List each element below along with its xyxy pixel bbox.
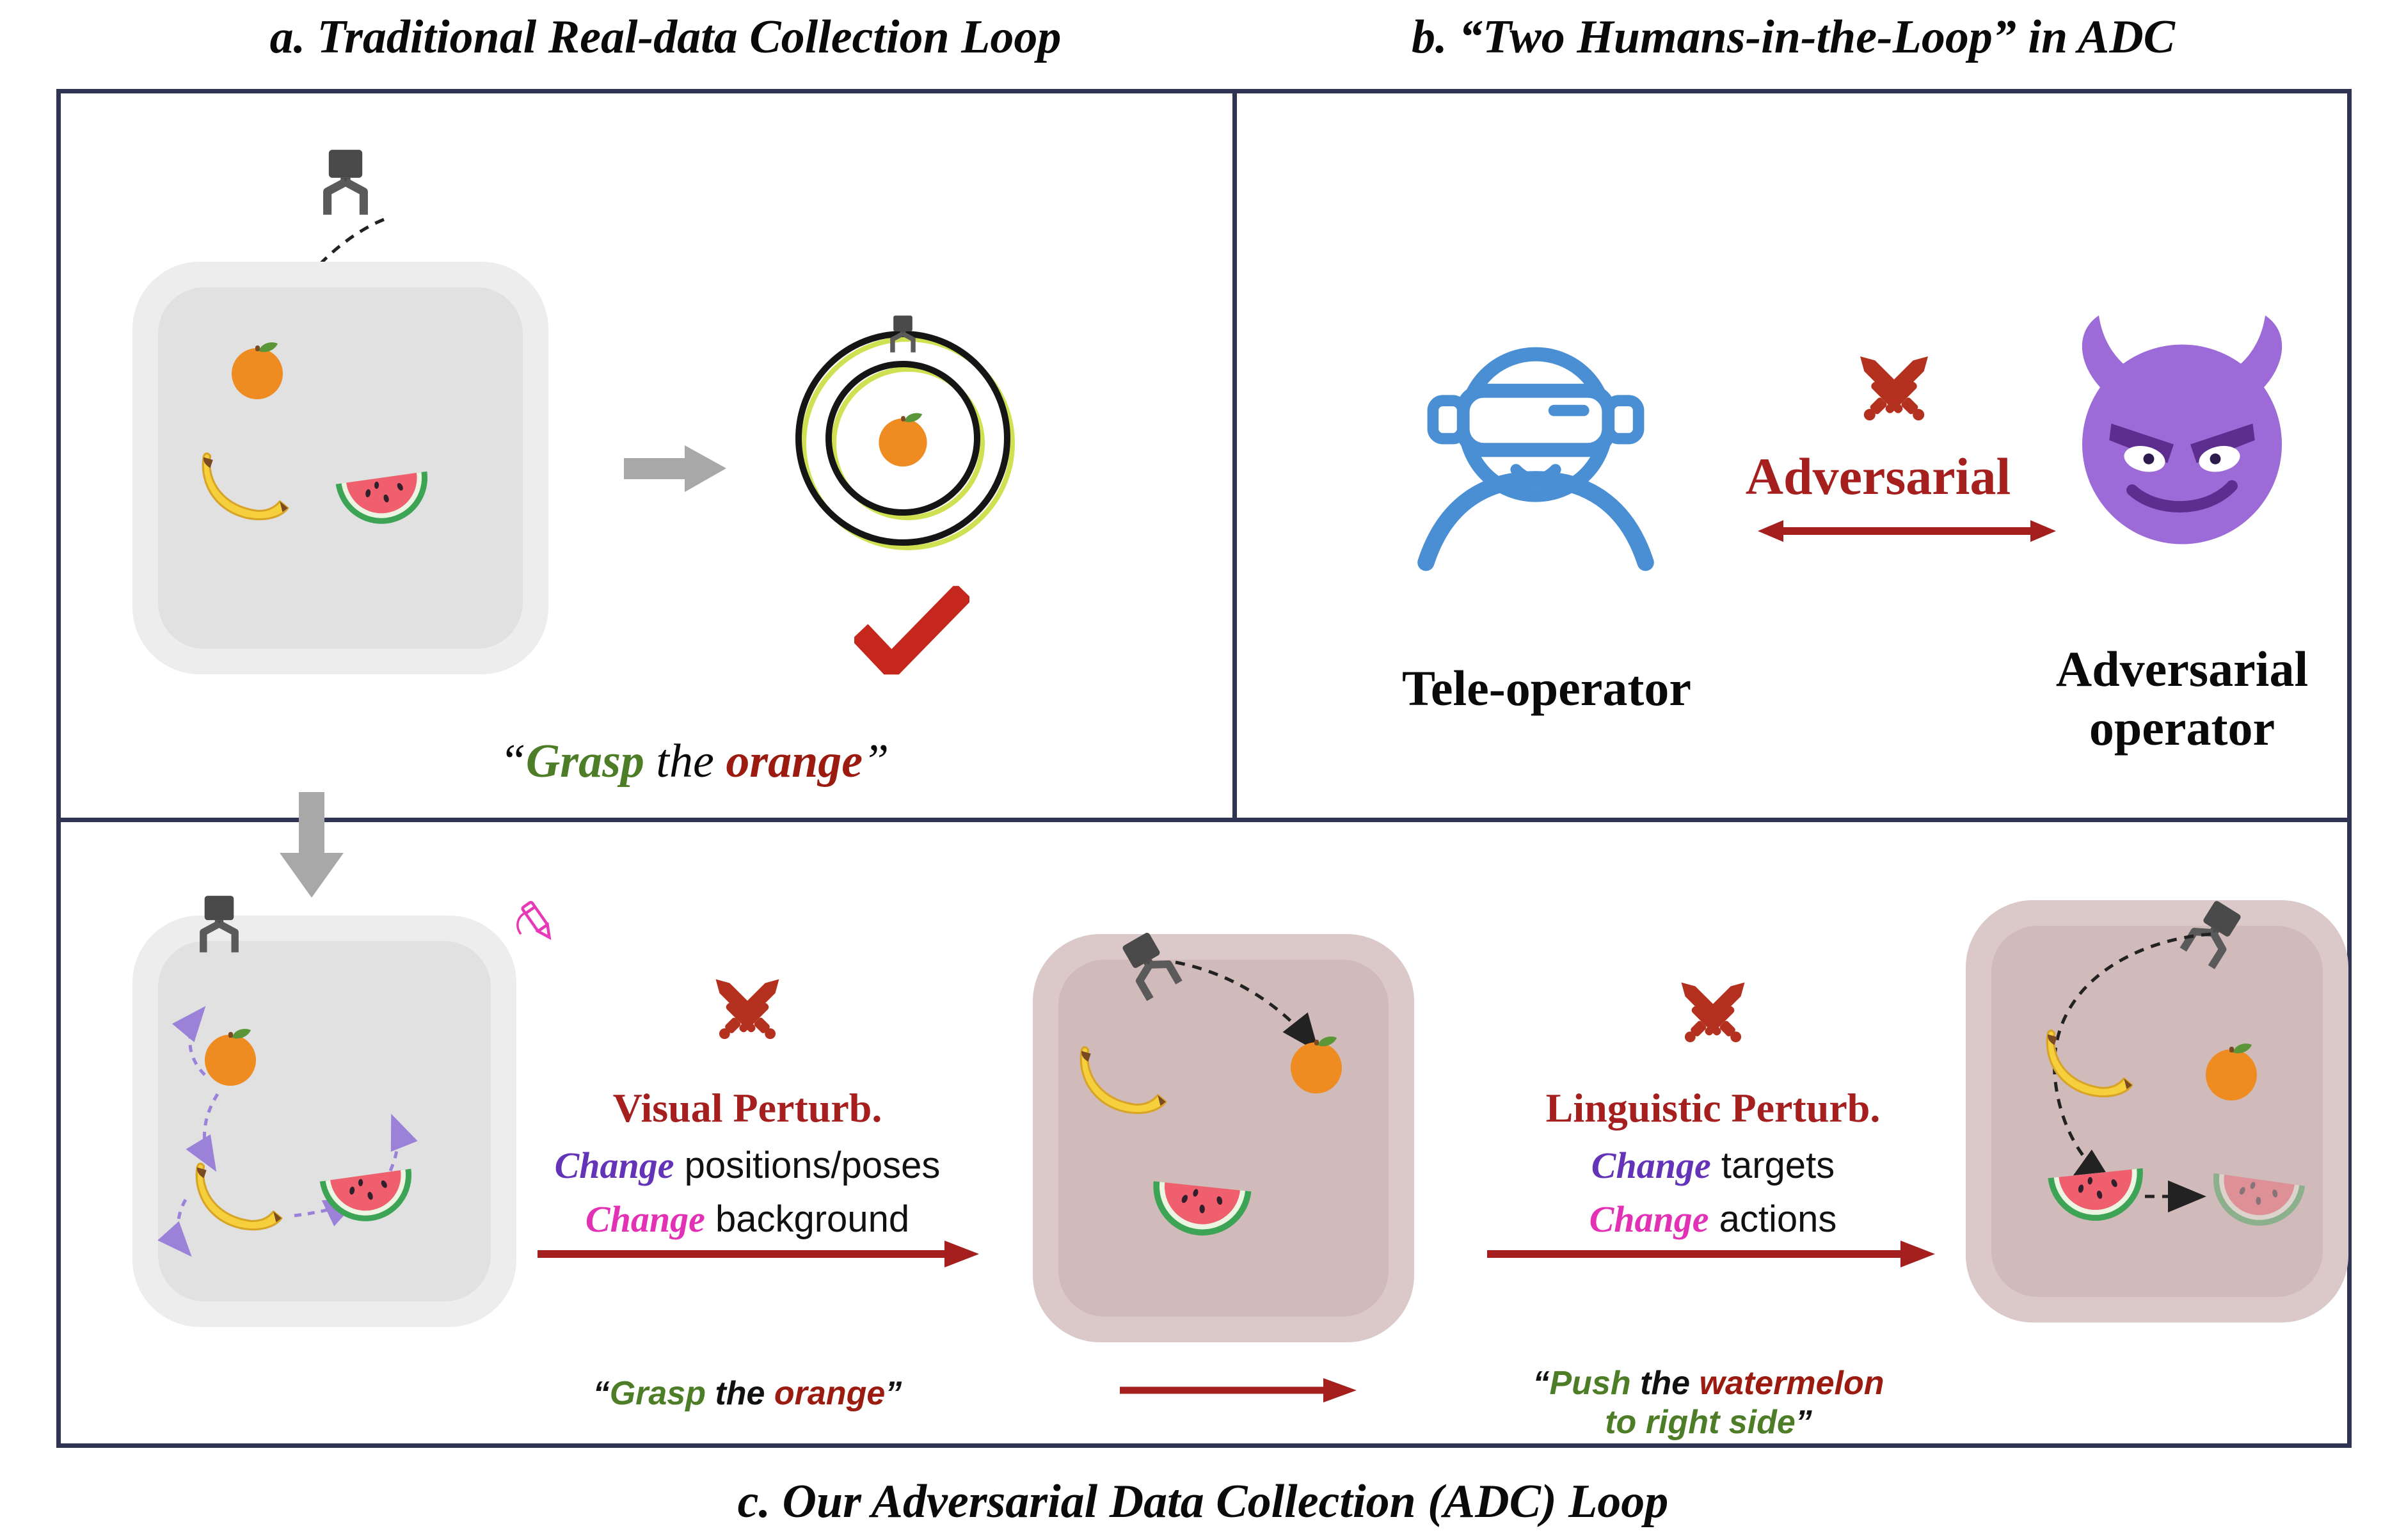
banana-icon [192, 1158, 288, 1232]
quote-close: ” [863, 735, 889, 788]
teleoperator-label: Tele-operator [1402, 660, 1691, 716]
banana-icon [1076, 1042, 1172, 1115]
bin-tray-original-inner [158, 941, 491, 1301]
instruction-push-watermelon: “Push the watermelon to right side” [1405, 1364, 2012, 1443]
visual-perturb-title: Visual Perturb. [612, 1085, 882, 1131]
devil-icon [2057, 307, 2307, 557]
change-rest: targets [1710, 1145, 1835, 1186]
panel-a-title: a. Traditional Real-data Collection Loop [269, 11, 1062, 63]
bin-tray-final [1966, 900, 2348, 1322]
adversarial-operator-label: Adversarial operator [1961, 640, 2403, 758]
approach-dashed-arrow [1175, 960, 1319, 1052]
quote-open: “ [499, 735, 526, 788]
watermelon-icon [2044, 1154, 2150, 1230]
watermelon-icon [1146, 1167, 1255, 1244]
panel-b-title: b. “Two Humans-in-the-Loop” in ADC [1411, 11, 2176, 63]
visual-perturb-line1: Change positions/poses [507, 1144, 987, 1187]
verb-push: Push [1549, 1365, 1631, 1402]
crossed-swords-icon [1668, 969, 1758, 1059]
instruction-grasp-orange: “Grasp the orange” [358, 734, 1030, 789]
change-keyword: Change [585, 1198, 705, 1240]
perturbation-dashed-arrows [157, 1006, 418, 1257]
bin-tray [132, 262, 548, 674]
instruction-line1: “Push the watermelon [1405, 1364, 2012, 1403]
verb-grasp: Grasp [609, 1375, 706, 1412]
quote-open: “ [593, 1375, 610, 1412]
object-orange: orange [774, 1375, 886, 1412]
change-rest: background [705, 1198, 910, 1240]
direction-text: to right side [1605, 1404, 1796, 1441]
banana-icon [2043, 1025, 2139, 1099]
grasp-target-icon [776, 311, 1032, 567]
bin-tray-perturbed [1033, 934, 1414, 1342]
linguistic-perturb-line1: Change targets [1473, 1144, 1953, 1187]
panel-divider-horizontal [56, 818, 2352, 822]
adversarial-double-arrow [1758, 520, 2056, 542]
right-block-arrow [624, 445, 726, 492]
change-keyword: Change [1589, 1198, 1709, 1240]
bin-tray-final-inner [1991, 926, 2323, 1297]
instruction-mid: the [706, 1375, 774, 1412]
change-rest: actions [1709, 1198, 1837, 1240]
change-keyword: Change [1591, 1145, 1711, 1186]
instruction-line2: to right side” [1405, 1403, 2012, 1442]
adversarial-label: Adversarial [1745, 447, 2011, 505]
orange-icon [225, 337, 289, 401]
orange-icon [1284, 1031, 1348, 1095]
change-keyword: Change [554, 1145, 674, 1186]
panel-c-title: c. Our Adversarial Data Collection (ADC)… [737, 1475, 1669, 1528]
bin-tray-original [132, 916, 516, 1327]
quote-close: ” [885, 1375, 902, 1412]
quote-open: “ [1533, 1365, 1550, 1402]
bin-tray-inner [158, 287, 523, 649]
instruction-mid: the [644, 735, 726, 788]
instruction-mid: the [1630, 1365, 1700, 1402]
crossed-swords-icon [1846, 342, 1942, 438]
adversarial-operator-line1: Adversarial [2055, 641, 2309, 697]
panel-divider-vertical [1232, 89, 1237, 822]
checkmark-icon [854, 585, 969, 675]
watermelon-icon [316, 1155, 420, 1232]
orange-icon [2199, 1038, 2263, 1102]
change-rest: positions/poses [674, 1145, 941, 1186]
instruction-grasp-orange-small: “Grasp the orange” [523, 1374, 971, 1413]
watermelon-ghost-icon [2205, 1159, 2309, 1236]
object-orange: orange [726, 735, 863, 788]
visual-perturb-line2: Change background [507, 1198, 987, 1241]
watermelon-icon [332, 457, 436, 534]
linguistic-perturb-title: Linguistic Perturb. [1545, 1085, 1881, 1131]
bin-tray-perturbed-inner [1058, 960, 1389, 1317]
object-watermelon: watermelon [1699, 1365, 1884, 1402]
linguistic-perturb-line2: Change actions [1473, 1198, 1953, 1241]
crossed-swords-icon [703, 966, 792, 1056]
figure-frame [56, 89, 2352, 1448]
linguistic-perturb-arrow [1487, 1241, 1935, 1267]
teleoperator-vr-icon [1395, 301, 1677, 582]
quote-close: ” [1795, 1404, 1812, 1441]
adversarial-operator-line2: operator [2089, 700, 2275, 756]
orange-icon [198, 1024, 262, 1088]
visual-perturb-arrow [538, 1241, 979, 1267]
instruction-transition-arrow [1120, 1378, 1357, 1402]
down-block-arrow [280, 792, 344, 898]
verb-grasp: Grasp [525, 735, 644, 788]
banana-icon [198, 448, 294, 521]
